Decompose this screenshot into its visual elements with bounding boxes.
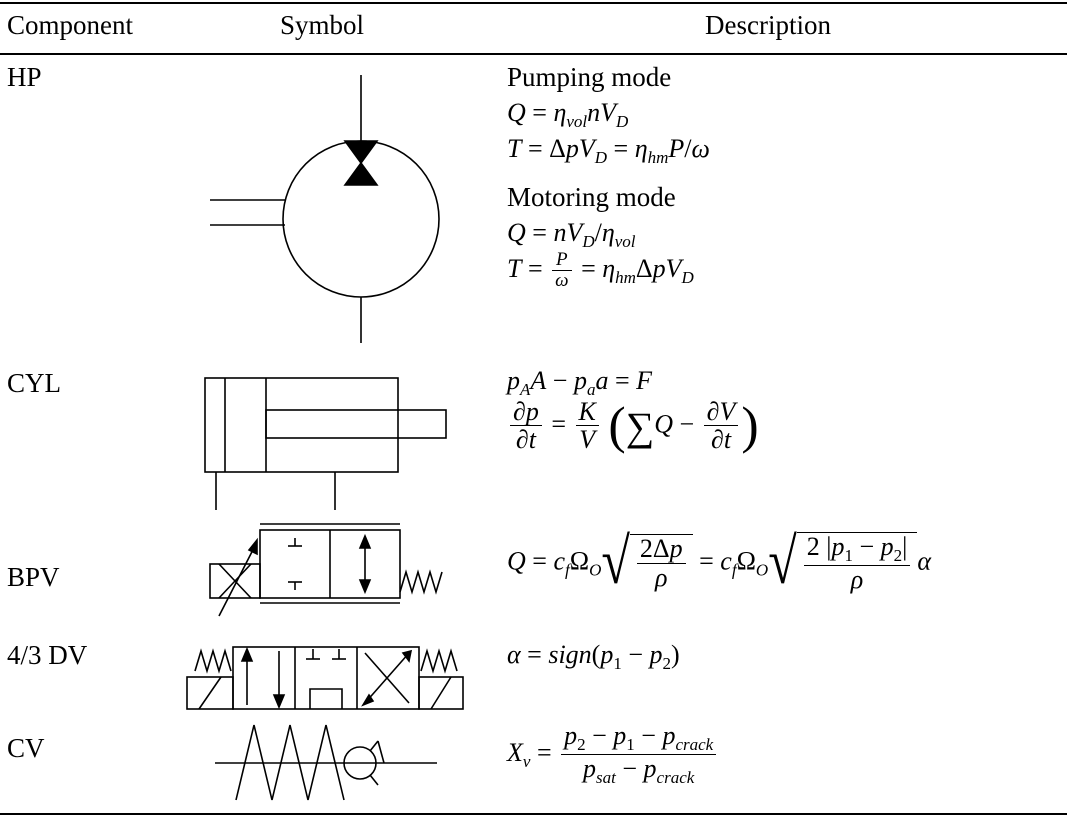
component-cv: CV (7, 733, 45, 763)
hp-motoring-flow-equation: Q = nVD/ηvol (507, 218, 636, 252)
hp-pumping-torque-equation: T = ΔpVD = ηhmP/ω (507, 134, 710, 168)
component-hp: HP (7, 62, 42, 92)
header-symbol: Symbol (280, 10, 365, 40)
header-component: Component (7, 10, 133, 40)
component-bpv: BPV (7, 562, 60, 592)
top-rule (0, 2, 1067, 4)
header-description: Description (705, 10, 831, 40)
component-cyl: CYL (7, 368, 61, 398)
check-valve-symbol (215, 724, 437, 801)
hp-pumping-label: Pumping mode (507, 62, 672, 92)
header-rule (0, 53, 1067, 55)
hp-motoring-label: Motoring mode (507, 182, 676, 212)
directional-valve-symbol (186, 646, 464, 710)
bottom-rule (0, 813, 1067, 815)
dv-alpha-equation: α = sign(p1 − p2) (507, 640, 680, 674)
bypass-valve-symbol (209, 523, 443, 617)
hydraulic-cylinder-symbol (204, 377, 447, 510)
hydraulic-pump-motor-symbol (210, 75, 440, 343)
component-4-3-dv: 4/3 DV (7, 640, 88, 670)
cyl-force-equation: pAA − paa = F (507, 366, 653, 400)
hp-pumping-flow-equation: Q = ηvolnVD (507, 98, 629, 132)
